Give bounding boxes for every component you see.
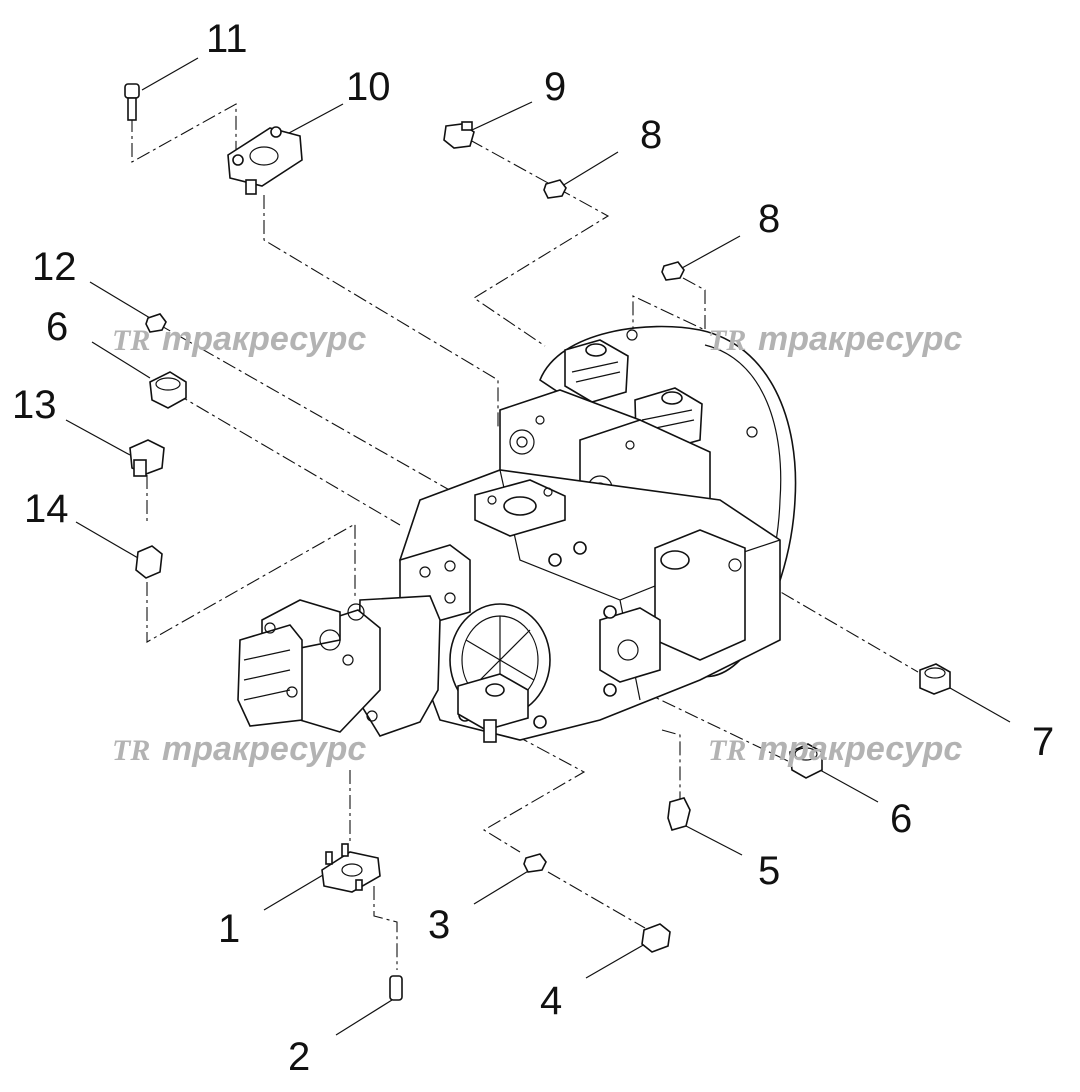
part-6-adapter-right (789, 743, 823, 779)
watermark-text: тракресурс (758, 320, 962, 358)
callout-5: 5 (758, 849, 780, 893)
part-14-adapter (135, 545, 163, 579)
callout-4: 4 (540, 979, 562, 1023)
watermark-text: тракресурс (162, 730, 366, 768)
callout-13: 13 (12, 383, 57, 427)
watermark-logo: TR (112, 324, 150, 357)
part-9-tee-fitting (443, 121, 475, 149)
part-4-elbow (641, 923, 671, 953)
part-6-adapter-left (149, 371, 187, 409)
callout-2: 2 (288, 1035, 310, 1079)
part-2-bolt (389, 975, 403, 1001)
main-pump-assembly (237, 325, 797, 743)
watermark-top-left: TR тракресурс (112, 320, 366, 358)
callout-9: 9 (544, 65, 566, 109)
callout-1: 1 (218, 907, 240, 951)
callout-labels: 11 10 9 8 8 12 6 13 14 7 6 5 1 3 4 2 (12, 17, 1054, 1079)
callout-10: 10 (346, 65, 391, 109)
watermark-bottom-left: TR тракресурс (112, 730, 366, 768)
callout-3: 3 (428, 903, 450, 947)
part-7-adapter (919, 663, 951, 695)
callout-6-right: 6 (890, 797, 912, 841)
watermark-logo: TR (708, 324, 746, 357)
callout-12: 12 (32, 245, 77, 289)
part-1-split-flange (321, 843, 381, 893)
part-8-plug-upper (543, 179, 567, 199)
part-11-bolt (124, 83, 140, 121)
assembly-dash-lines (131, 103, 919, 970)
part-10-split-flange (227, 126, 303, 195)
watermark-text: тракресурс (758, 730, 962, 768)
callout-8-right: 8 (758, 197, 780, 241)
callout-7: 7 (1032, 720, 1054, 764)
part-5-plug (667, 797, 691, 831)
watermark-top-right: TR тракресурс (708, 320, 962, 358)
callout-14: 14 (24, 487, 69, 531)
part-8-plug-right (661, 261, 685, 281)
watermark-bottom-right: TR тракресурс (708, 730, 962, 768)
callout-6-left: 6 (46, 305, 68, 349)
part-12-plug (145, 313, 167, 333)
watermark-logo: TR (112, 734, 150, 767)
part-13-tee-fitting (129, 439, 165, 477)
part-3-plug (523, 853, 547, 873)
callout-11: 11 (206, 17, 248, 61)
watermark-text: тракресурс (162, 320, 366, 358)
callout-8-upper: 8 (640, 113, 662, 157)
watermark-logo: TR (708, 734, 746, 767)
